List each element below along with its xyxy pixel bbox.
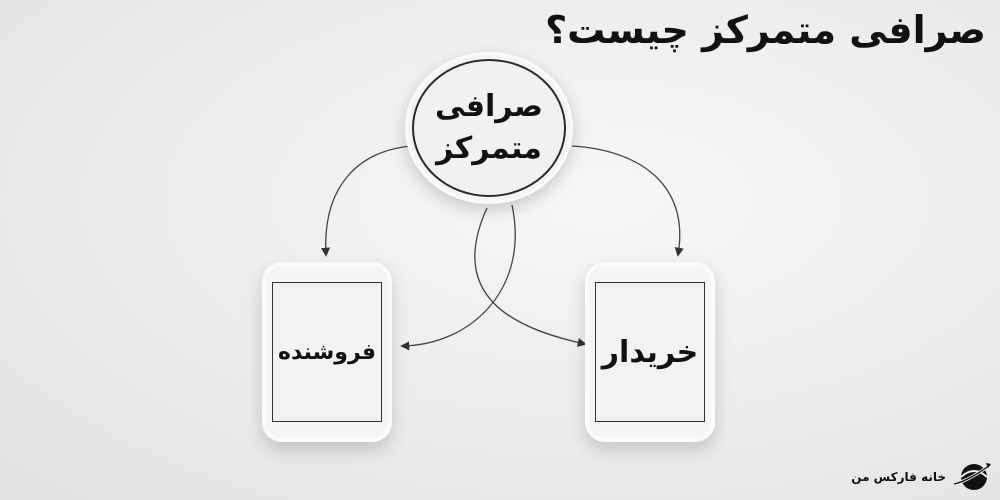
arrow-center-to-seller xyxy=(321,145,413,257)
centralized-exchange-node: صرافی متمرکز xyxy=(405,52,573,204)
arrow-cross-to-seller xyxy=(400,204,516,351)
globe-arrow-icon xyxy=(953,463,991,490)
seller-label: فروشنده xyxy=(277,339,377,365)
brand-logo: خانه فارکس من xyxy=(851,460,992,494)
seller-card: فروشنده xyxy=(262,262,392,442)
page-title: صرافی متمرکز چیست؟ xyxy=(545,8,986,52)
brand-name: خانه فارکس من xyxy=(851,470,946,484)
center-node-line1: صرافی xyxy=(435,89,543,124)
buyer-card: خریدار xyxy=(585,262,715,442)
buyer-label: خریدار xyxy=(601,334,699,370)
center-node-line2: متمرکز xyxy=(436,131,542,166)
arrow-cross-to-buyer xyxy=(474,207,587,347)
arrow-center-to-buyer xyxy=(571,145,684,257)
